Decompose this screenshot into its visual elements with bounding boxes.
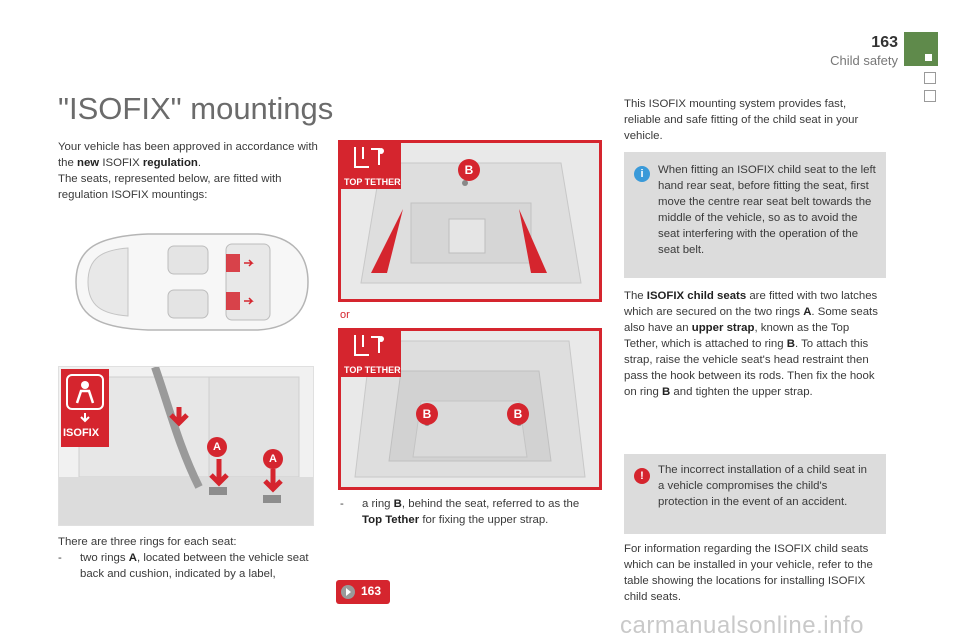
tab-outline-icon[interactable] — [924, 72, 936, 84]
info-icon: i — [634, 166, 650, 182]
top-tether-illustration-2: TOP TETHER B B — [338, 328, 602, 490]
child-seat-icon — [354, 335, 384, 356]
page-reference-number: 163 — [361, 584, 382, 598]
chapter-tab[interactable] — [904, 32, 938, 66]
tab-outline-icon[interactable] — [924, 90, 936, 102]
ring-b-list-item: - a ring B, behind the seat, referred to… — [340, 498, 580, 526]
rings-intro: There are three rings for each seat: — [58, 536, 237, 548]
isofix-label-text: ISOFIX — [63, 427, 100, 439]
page-number: 163 — [871, 34, 898, 51]
watermark: carmanualsonline.info — [620, 612, 864, 639]
warning-note-box: ! The incorrect installation of a child … — [624, 454, 886, 534]
intro-paragraph: Your vehicle has been approved in accord… — [58, 141, 318, 201]
info-note-text: When fitting an ISOFIX child seat to the… — [658, 164, 876, 256]
seat-isofix-illustration: ISOFIX A A — [58, 366, 314, 526]
child-seat-icon — [354, 147, 384, 168]
ring-a-list-item: - two rings A, located between the vehic… — [58, 552, 309, 580]
ring-a-marker: A — [263, 449, 283, 469]
ring-b-marker: B — [458, 159, 480, 181]
top-tether-badge: TOP TETHER — [341, 143, 401, 189]
ring-b-marker: B — [416, 403, 438, 425]
ring-b-marker: B — [507, 403, 529, 425]
top-tether-illustration-1: TOP TETHER B — [338, 140, 602, 302]
page-title: "ISOFIX" mountings — [58, 91, 334, 126]
further-information: For information regarding the ISOFIX chi… — [624, 543, 873, 603]
arrow-icon — [341, 585, 355, 599]
section-title: Child safety — [830, 53, 898, 68]
system-description: This ISOFIX mounting system provides fas… — [624, 98, 859, 142]
top-tether-label: TOP TETHER — [344, 365, 401, 375]
top-tether-badge: TOP TETHER — [341, 331, 401, 377]
top-tether-label: TOP TETHER — [344, 177, 401, 187]
car-top-view-illustration — [58, 226, 314, 338]
or-separator: or — [340, 309, 350, 321]
tab-marker-icon — [925, 54, 932, 61]
warning-icon: ! — [634, 468, 650, 484]
isofix-label-badge: ISOFIX — [61, 369, 109, 447]
child-seat-instructions: The ISOFIX child seats are fitted with t… — [624, 290, 878, 398]
child-seat-icon — [66, 374, 104, 423]
info-note-box: i When fitting an ISOFIX child seat to t… — [624, 152, 886, 278]
ring-a-marker: A — [207, 437, 227, 457]
page-reference-link[interactable]: 163 — [336, 580, 390, 604]
warning-note-text: The incorrect installation of a child se… — [658, 464, 867, 508]
